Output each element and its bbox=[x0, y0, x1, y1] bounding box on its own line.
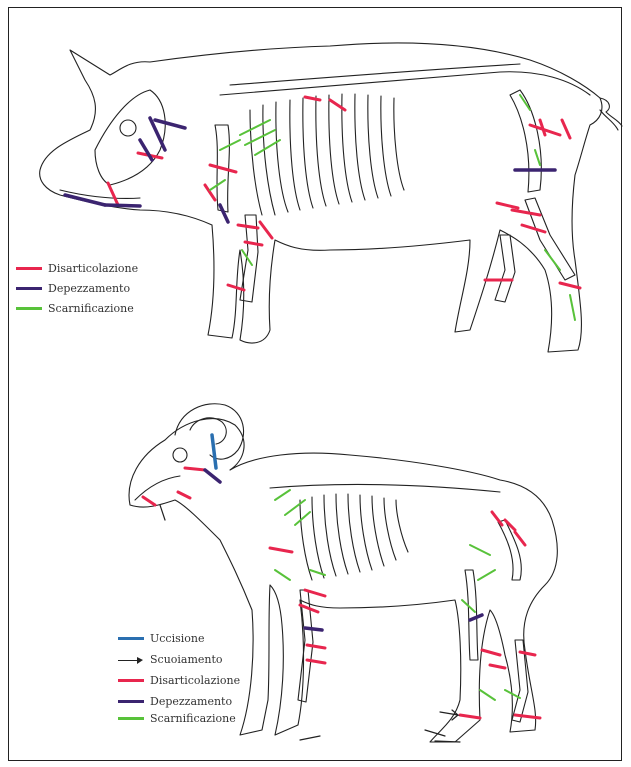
legend-item-scarnificazione: Scarnificazione bbox=[16, 302, 134, 315]
legend-item-depezzamento: Depezzamento bbox=[16, 282, 130, 295]
legend-label: Disarticolazione bbox=[150, 674, 240, 687]
legend-label: Scuoiamento bbox=[150, 653, 223, 666]
legend-label: Depezzamento bbox=[48, 282, 130, 295]
pig-skull bbox=[60, 90, 165, 198]
legend-label: Disarticolazione bbox=[48, 262, 138, 275]
legend-label: Depezzamento bbox=[150, 695, 232, 708]
sheep-ribcage bbox=[270, 485, 500, 580]
legend-swatch bbox=[118, 679, 144, 682]
legend-label: Scarnificazione bbox=[48, 302, 134, 315]
legend-item-uccisione: Uccisione bbox=[118, 632, 205, 645]
legend-swatch bbox=[16, 267, 42, 270]
legend-swatch bbox=[16, 287, 42, 290]
legend-item-scarnificazione: Scarnificazione bbox=[118, 712, 236, 725]
sheep-legend: Uccisione Scuoiamento Disarticolazione D… bbox=[118, 632, 278, 724]
legend-swatch bbox=[16, 307, 42, 310]
legend-item-depezzamento: Depezzamento bbox=[118, 695, 232, 708]
legend-label: Uccisione bbox=[150, 632, 205, 645]
legend-item-scuoiamento: Scuoiamento bbox=[118, 653, 223, 666]
pig-ribcage bbox=[220, 64, 590, 215]
pig-legend: Disarticolazione Depezzamento Scarnifica… bbox=[16, 262, 176, 324]
arrow-icon bbox=[118, 655, 144, 665]
legend-swatch bbox=[118, 637, 144, 640]
pig-limb-bones bbox=[215, 90, 575, 302]
sheep-skull-horns bbox=[135, 404, 244, 500]
legend-swatch bbox=[118, 700, 144, 703]
sheep-limb-bones bbox=[298, 520, 528, 722]
legend-item-disarticolazione: Disarticolazione bbox=[16, 262, 138, 275]
legend-label: Scarnificazione bbox=[150, 712, 236, 725]
legend-item-disarticolazione: Disarticolazione bbox=[118, 674, 240, 687]
legend-swatch bbox=[118, 717, 144, 720]
